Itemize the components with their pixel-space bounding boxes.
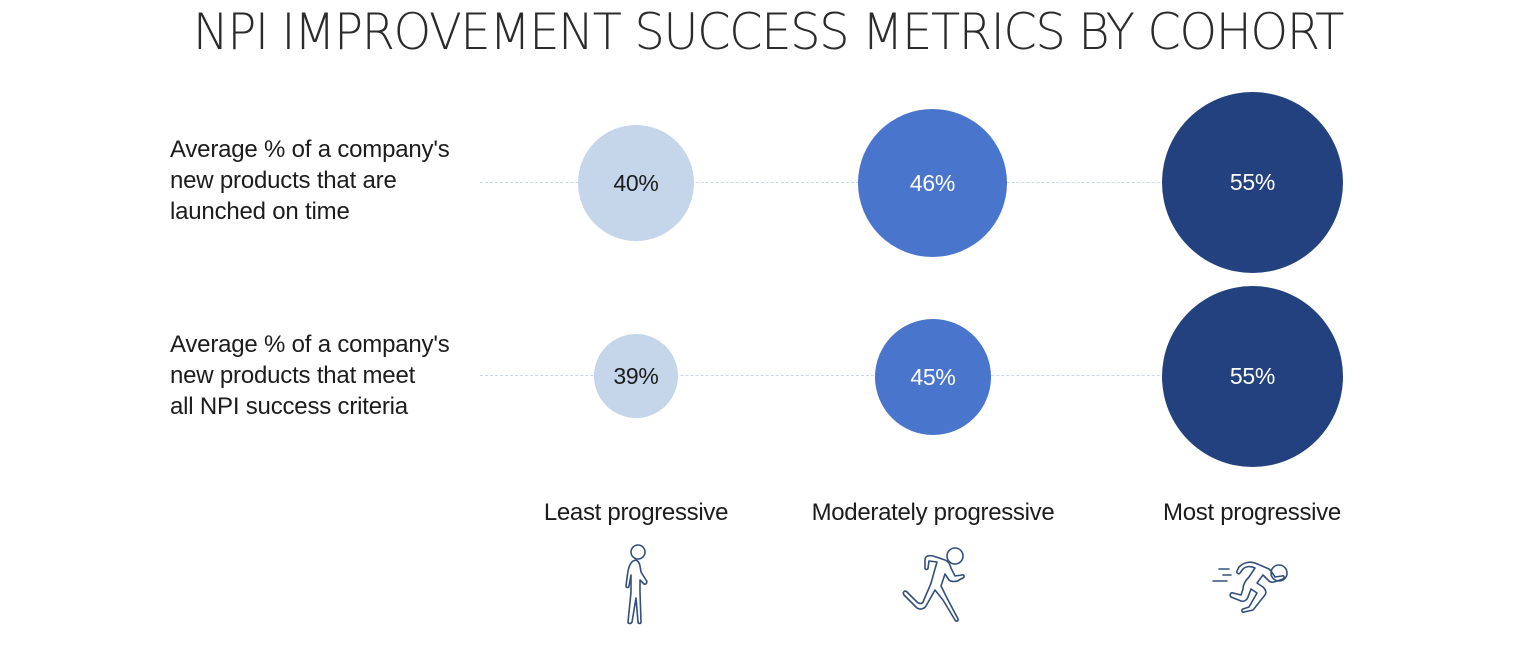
row-connector-line [480,375,1260,376]
bubble-most-launched: 55% [1162,92,1343,273]
bubble-least-criteria: 39% [594,334,678,418]
running-person-icon [895,542,971,622]
bubble-value: 55% [1229,169,1276,195]
row-label-line: new products that are [170,167,397,194]
row-label-line: all NPI success criteria [170,393,408,420]
row-label-line: Average % of a company's [170,331,450,358]
bubble-moderate-criteria: 45% [875,319,991,435]
bubble-most-criteria: 55% [1162,286,1343,467]
row-label-line: launched on time [170,198,350,225]
bubble-value: 45% [910,363,956,390]
row-label-line: Average % of a company's [170,136,450,163]
chart-title: NPI IMPROVEMENT SUCCESS METRICS BY COHOR… [192,3,1345,61]
bubble-value: 39% [613,362,659,389]
row-label-meet-criteria: Average % of a company's new products th… [170,329,490,422]
bubble-value: 46% [909,169,956,196]
row-label-launched-on-time: Average % of a company's new products th… [170,134,490,227]
bubble-least-launched: 40% [578,125,694,241]
cohort-label-least: Least progressive [543,499,729,526]
cohort-label-moderate: Moderately progressive [811,499,1055,526]
sprinting-person-icon [1211,555,1293,617]
walking-person-icon [616,542,656,628]
bubble-value: 55% [1229,363,1276,389]
bubble-moderate-launched: 46% [858,109,1007,257]
cohort-label-most: Most progressive [1163,499,1341,526]
row-label-line: new products that meet [170,362,416,389]
bubble-value: 40% [613,169,659,196]
